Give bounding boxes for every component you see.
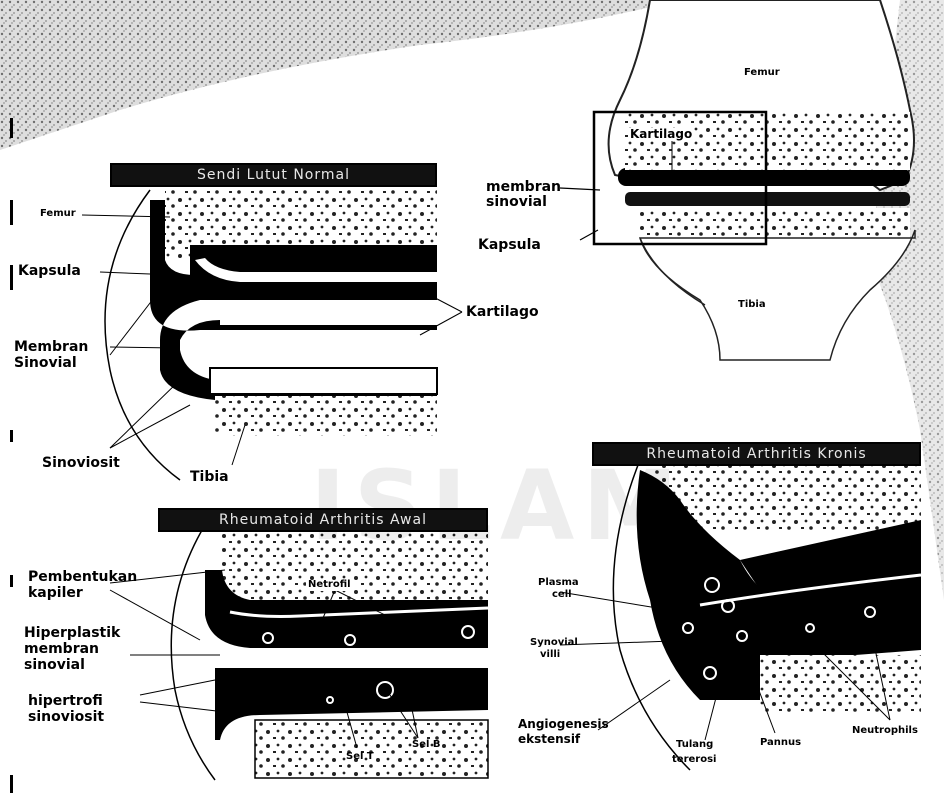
early-selt-label: Sel T: [346, 752, 374, 763]
early-tibia-bone: [255, 720, 488, 778]
chronic-angio-label-1: Angiogenesis: [518, 718, 609, 731]
chronic-synovial-label-1: Synovial: [530, 638, 578, 649]
early-hipertrofi-label-2: sinoviosit: [28, 710, 104, 725]
early-pembentukan-line-2: [110, 590, 200, 640]
early-joint-space: [230, 650, 488, 666]
normal-joint-space: [220, 305, 437, 325]
overview-tibia-label: Tibia: [738, 300, 766, 311]
margin-tick: [10, 430, 13, 442]
normal-tibia-label: Tibia: [190, 470, 229, 485]
early-panel-title: Rheumatoid Arthritis Awal: [158, 508, 488, 532]
margin-tick: [10, 200, 13, 225]
overview-bone-texture: [625, 112, 910, 170]
early-netrofil-label: Netrofil: [306, 580, 353, 591]
overview-femur-label: Femur: [744, 68, 780, 79]
early-hiperplastik-label-3: sinovial: [24, 658, 85, 673]
normal-femur-label: Femur: [40, 209, 76, 220]
chronic-plasma-label-2: cell: [552, 590, 572, 601]
margin-tick: [10, 118, 13, 138]
top-noise-band: [0, 0, 680, 150]
overview-kapsula-line: [580, 230, 598, 240]
overview-kapsula-label: Kapsula: [478, 238, 541, 253]
normal-membran-line-1: [110, 290, 160, 355]
early-hipertrofi-line-1: [140, 680, 215, 695]
normal-tibia-bone: [215, 396, 437, 436]
overview-membran-label-2: sinovial: [486, 195, 547, 210]
margin-tick: [10, 775, 13, 793]
chronic-plasma-label-1: Plasma: [538, 578, 579, 589]
margin-tick: [10, 265, 13, 290]
early-hipertrofi-label-1: hipertrofi: [28, 694, 103, 709]
chronic-pannus-label: Pannus: [760, 738, 801, 749]
normal-panel: [82, 163, 462, 480]
normal-panel-title: Sendi Lutut Normal: [110, 163, 437, 187]
normal-kartilago-label: Kartilago: [466, 305, 539, 320]
overview-tibia-cartilage-band: [625, 192, 910, 206]
normal-kapsula-label: Kapsula: [18, 264, 81, 279]
early-hipertrofi-line-2: [140, 702, 225, 712]
early-hiperplastik-label-2: membran: [24, 642, 99, 657]
chronic-panel-title: Rheumatoid Arthritis Kronis: [592, 442, 921, 466]
early-outer-arc: [171, 525, 215, 780]
normal-sinoviosit-line-2: [110, 405, 190, 448]
chronic-neutrophils-label: Neutrophils: [852, 726, 918, 737]
normal-tibia-cartilage: [210, 368, 437, 394]
chronic-synovial-label-2: villi: [540, 650, 560, 661]
normal-membran-label-1: Membran: [14, 340, 88, 355]
chronic-angio-label-2: ekstensif: [518, 733, 580, 746]
overview-kartilago-label: Kartilago: [628, 128, 694, 141]
normal-sinoviosit-line-1: [110, 380, 180, 448]
margin-tick: [10, 575, 13, 587]
overview-femur-cartilage-band: [618, 168, 910, 186]
overview-tibia-shape: [640, 230, 915, 360]
normal-kapsula-line: [100, 272, 150, 274]
early-selb-label: Sel B: [412, 740, 441, 751]
chronic-tulang-label-1: Tulang: [676, 740, 713, 751]
normal-membran-label-2: Sinovial: [14, 356, 77, 371]
early-pembentukan-label-2: kapiler: [28, 586, 83, 601]
early-hiperplastik-label-1: Hiperplastik: [24, 626, 120, 641]
overview-tibia-top: [640, 208, 910, 238]
early-pembentukan-label-1: Pembentukan: [28, 570, 137, 585]
chronic-tulang-label-2: tererosi: [672, 755, 716, 766]
normal-sinoviosit-label: Sinoviosit: [42, 456, 120, 471]
overview-membran-label-1: membran: [486, 180, 561, 195]
chronic-tibia-bone: [760, 655, 921, 715]
watermark-text: ISLAM: [310, 450, 686, 562]
